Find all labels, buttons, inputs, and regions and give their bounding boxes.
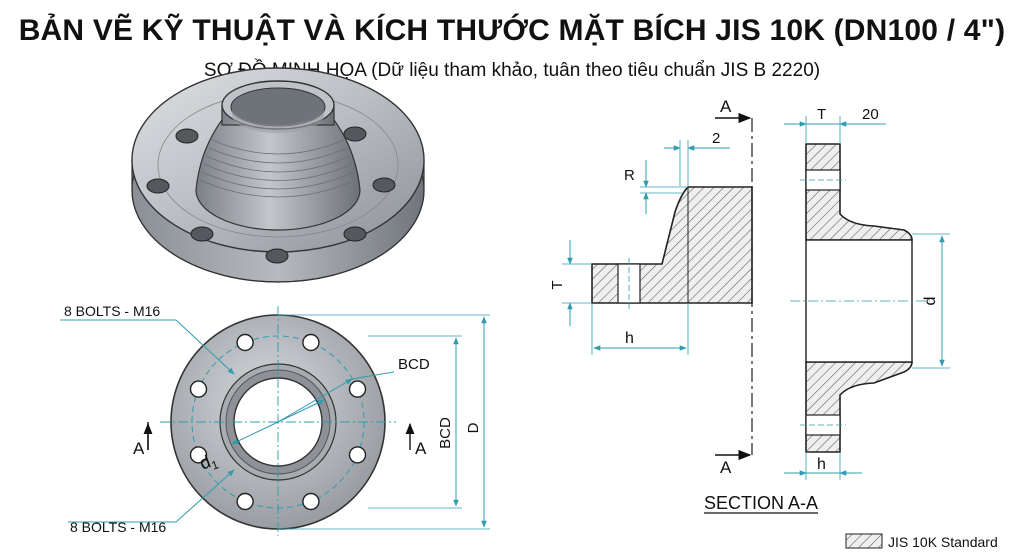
front-bolt-holes <box>189 333 367 511</box>
section-title: SECTION A-A <box>704 493 818 513</box>
front-bolt-hole <box>348 380 367 398</box>
section-mark-left: A <box>133 439 145 458</box>
front-bolt-hole <box>189 380 208 398</box>
bcd-dimension-label: BCD <box>437 417 454 449</box>
dim-t-right-label: T <box>817 106 826 123</box>
section-mark-right: A <box>415 439 427 458</box>
profile-body <box>591 186 753 304</box>
dim-h-right-label: h <box>817 456 826 473</box>
section-cut-line: A A <box>715 97 753 477</box>
dim-r-label: R <box>624 167 635 184</box>
front-bolt-hole <box>348 446 367 464</box>
section-lower-half <box>805 361 913 453</box>
section-upper-half <box>805 143 913 241</box>
side-profile-view: 2 R T h <box>549 130 753 355</box>
section-mark-top: A <box>720 97 732 116</box>
hub-threads <box>199 139 357 198</box>
page-title: BẢN VẼ KỸ THUẬT VÀ KÍCH THƯỚC MẶT BÍCH J… <box>18 14 1006 47</box>
iso-bolt-hole <box>146 178 170 194</box>
section-a-a-view: T 20 d h SECTION A-A <box>704 106 950 514</box>
bolts-label-top: 8 BOLTS - M16 <box>64 303 160 319</box>
iso-bolt-hole <box>190 226 214 242</box>
section-mark-bottom: A <box>720 458 732 477</box>
page-subtitle: SƠ ĐỒ MINH HỌA (Dữ liệu tham khảo, tuân … <box>203 60 821 81</box>
legend-label: JIS 10K Standard <box>888 534 998 550</box>
legend: JIS 10K Standard <box>845 533 998 550</box>
front-bolt-hole <box>236 333 254 352</box>
dim-d-label: d <box>922 297 939 306</box>
iso-bolt-hole <box>372 177 396 193</box>
bolts-label-bottom: 8 BOLTS - M16 <box>70 519 166 535</box>
outer-diameter-label: D <box>465 422 482 433</box>
dim-2-label: 2 <box>712 130 720 147</box>
iso-bolt-hole <box>265 248 289 264</box>
front-bolt-hole <box>302 333 320 352</box>
dim-20-label: 20 <box>862 106 879 123</box>
front-view: 8 BOLTS - M16 8 BOLTS - M16 BCD BCD D d1… <box>60 303 490 536</box>
front-bolt-hole <box>189 446 208 464</box>
front-bolt-hole <box>302 492 320 511</box>
flange-hub <box>195 119 361 231</box>
front-bolt-hole <box>236 492 254 511</box>
iso-bolt-hole <box>175 128 199 144</box>
iso-bolt-hole <box>343 226 367 242</box>
isometric-flange-view <box>131 67 425 283</box>
iso-bolt-hole <box>343 126 367 142</box>
legend-hatch-swatch <box>845 533 883 549</box>
dim-h-left-label: h <box>625 330 634 347</box>
dim-t-left-label: T <box>549 280 566 289</box>
bcd-leader-label: BCD <box>398 356 430 373</box>
